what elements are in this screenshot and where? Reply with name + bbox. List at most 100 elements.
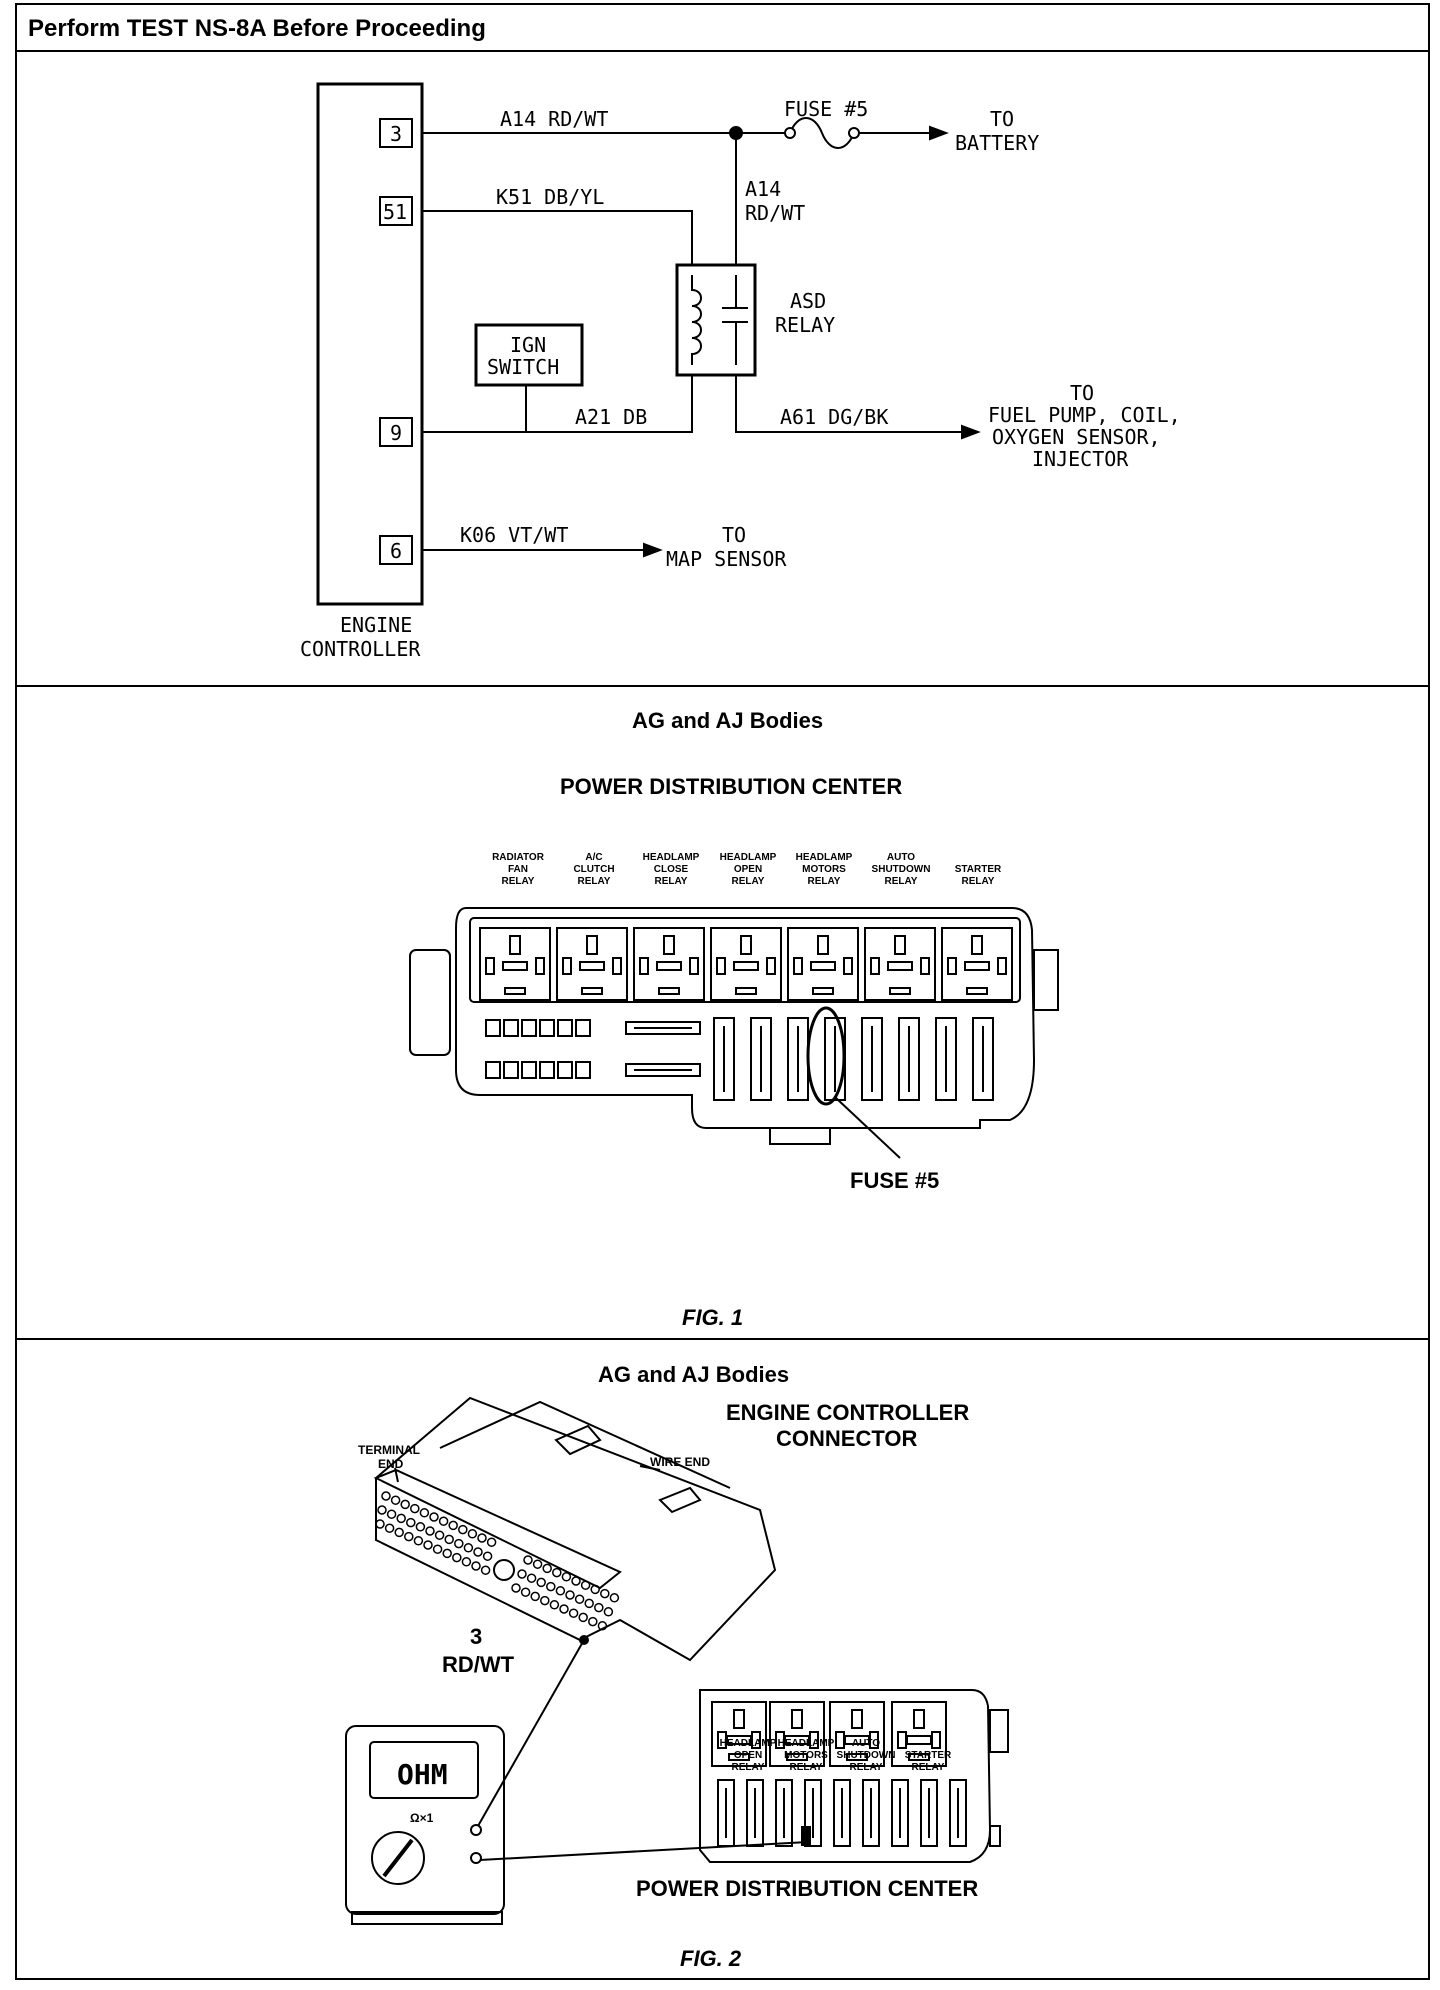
fig1-relay-socket-4-slot-bottom xyxy=(735,987,757,995)
fig2-connector-pin-c-6 xyxy=(423,1540,433,1550)
fig1-relay-socket-5-slot-left xyxy=(793,957,803,975)
fig2-connector-pin-c-1 xyxy=(375,1519,385,1529)
fig1-mini-fuse-1-2 xyxy=(521,1061,537,1079)
fig2-connector-pin-d-7 xyxy=(580,1580,591,1590)
fig1-relay-socket-4-slot-top xyxy=(740,935,752,955)
fig1-relay-socket-6 xyxy=(864,927,936,1001)
wire-k06-label: K06 VT/WT xyxy=(460,523,568,547)
fig1-relay-socket-7-slot-top xyxy=(971,935,983,955)
pin-3-label: 3 xyxy=(390,122,402,146)
fig1-relay-socket-6-slot-left xyxy=(870,957,880,975)
fig1-maxi-fuse-1 xyxy=(625,1063,701,1077)
fig1-cartridge-fuse-8 xyxy=(972,1017,994,1101)
fig2-connector-pin-f-4 xyxy=(540,1595,550,1606)
fig1-relay-socket-2 xyxy=(556,927,628,1001)
asd-relay-box xyxy=(675,263,757,377)
wire-a61-line xyxy=(735,375,962,433)
fig1-mini-fuse-0-1 xyxy=(503,1019,519,1037)
fig2-connector-pin-a-7 xyxy=(438,1516,449,1526)
terminal-end-leader xyxy=(394,1467,399,1483)
fig1-relay-socket-3-slot-left xyxy=(639,957,649,975)
multimeter-dial-pointer xyxy=(382,1838,414,1878)
fuel-pump-label-3: OXYGEN SENSOR, xyxy=(992,425,1161,449)
fig2-connector-pin-c-12 xyxy=(480,1565,491,1575)
fig2-multimeter xyxy=(345,1725,505,1925)
fig2-title: AG and AJ Bodies xyxy=(598,1362,789,1387)
fig1-relay-socket-3-slot-top xyxy=(663,935,675,955)
fig2-connector-pin-a-8 xyxy=(448,1520,458,1531)
fig1-relay-socket-2-slot-right xyxy=(612,957,622,975)
fig1-relay-socket-1-slot-left xyxy=(485,957,495,975)
fig2-connector-pin-c-11 xyxy=(471,1561,481,1571)
fig1-mini-fuse-1-3 xyxy=(539,1061,555,1079)
ign-switch-box xyxy=(474,323,584,387)
fig2-connector-pin-e-5 xyxy=(555,1586,566,1596)
fig2-relay-socket-3-slot-bottom xyxy=(846,1753,868,1761)
fig1-pdc-housing xyxy=(455,907,1036,1129)
fig2-connector-pin-f-3 xyxy=(530,1591,540,1602)
fig2-wire-end-label: WIRE END xyxy=(650,1455,710,1469)
fig1-relay-socket-7 xyxy=(941,927,1013,1001)
fig2-connector-pin-b-9 xyxy=(454,1538,464,1549)
fig1-cartridge-fuse-6 xyxy=(898,1017,920,1101)
fuse-5-label: FUSE #5 xyxy=(784,97,868,121)
fig1-relay-socket-2-slot-left xyxy=(562,957,572,975)
fig1-fuse-5-highlight xyxy=(806,1006,846,1106)
page-frame xyxy=(15,3,1430,1980)
fig2-connector-pin-b-5 xyxy=(415,1522,426,1532)
fig2-relay-socket-2 xyxy=(769,1701,825,1767)
fig1-maxi-fuse-0 xyxy=(625,1021,701,1035)
fig2-connector-latch-2 xyxy=(658,1486,702,1514)
map-sensor-label-1: TO xyxy=(722,523,746,547)
fig2-fuse-5-probe-point xyxy=(801,1826,811,1846)
fig1-relay-sockets xyxy=(479,927,1013,1001)
battery-label-1: TO xyxy=(990,107,1014,131)
fig1-relay-socket-1-slot-top xyxy=(509,935,521,955)
fig2-pdc-label: POWER DISTRIBUTION CENTER xyxy=(636,1876,978,1901)
fig2-fuses xyxy=(717,1779,967,1847)
fig2-connector-pin-b-4 xyxy=(406,1517,416,1528)
fig2-connector-pin-d-4 xyxy=(552,1567,562,1578)
fig2-connector-pin-e-6 xyxy=(565,1590,575,1600)
fig1-relay-socket-2-slot-bottom xyxy=(581,987,603,995)
fig1-pdc-left-tab xyxy=(409,949,451,1056)
fig2-relay-socket-4-slot-mid xyxy=(906,1735,932,1745)
fuse-terminal-right xyxy=(848,127,860,139)
wire-k51-line xyxy=(422,210,693,265)
fig2-connector-pin-c-7 xyxy=(432,1544,443,1554)
fig2-fuse-7 xyxy=(891,1779,909,1847)
fig2-fuse-8 xyxy=(920,1779,938,1847)
fig2-terminal-end-label-2: END xyxy=(378,1457,404,1471)
fig1-relay-socket-6-slot-bottom xyxy=(889,987,911,995)
fig2-connector-pin-f-1 xyxy=(511,1583,521,1593)
fig2-connector-pin-a-5 xyxy=(419,1508,430,1518)
fig1-relay-socket-1 xyxy=(479,927,551,1001)
wire-a14-vert-label-1: A14 xyxy=(745,177,781,201)
fig1-relay-socket-7-slot-mid xyxy=(964,961,990,971)
ign-switch-label-1: IGN xyxy=(510,333,546,357)
multimeter-display xyxy=(369,1741,479,1799)
fig2-connector-pin-b-10 xyxy=(463,1543,474,1553)
fuse-terminal-left xyxy=(784,127,796,139)
multimeter-side xyxy=(351,1911,503,1925)
fig2-relay-sockets xyxy=(711,1701,947,1767)
fig2-connector-pin-a-4 xyxy=(410,1503,420,1514)
fig2-connector-pin-f-7 xyxy=(568,1608,579,1618)
fig1-mini-fuse-1-4 xyxy=(557,1061,573,1079)
fig2-connector-pin-b-3 xyxy=(396,1513,406,1524)
fig1-mini-fuse-1-1 xyxy=(503,1061,519,1079)
fig1-fuse-5-leader xyxy=(835,1097,901,1159)
fig2-relay-socket-4-slot-top xyxy=(913,1709,925,1729)
pin-6-label: 6 xyxy=(390,539,402,563)
fig2-connector-pin-c-8 xyxy=(442,1548,452,1559)
fig2-connector-pin-d-6 xyxy=(571,1576,581,1586)
fig1-relay-socket-5-slot-mid xyxy=(810,961,836,971)
fig2-connector-pin-a-6 xyxy=(429,1512,439,1522)
fig2-relay-socket-3 xyxy=(829,1701,885,1767)
fig2-connector-pin-b-12 xyxy=(482,1551,493,1561)
fig1-pdc-inner xyxy=(469,917,1021,1003)
fig2-relay-socket-1-slot-bottom xyxy=(728,1753,750,1761)
fig1-cartridge-fuse-1 xyxy=(713,1017,735,1101)
